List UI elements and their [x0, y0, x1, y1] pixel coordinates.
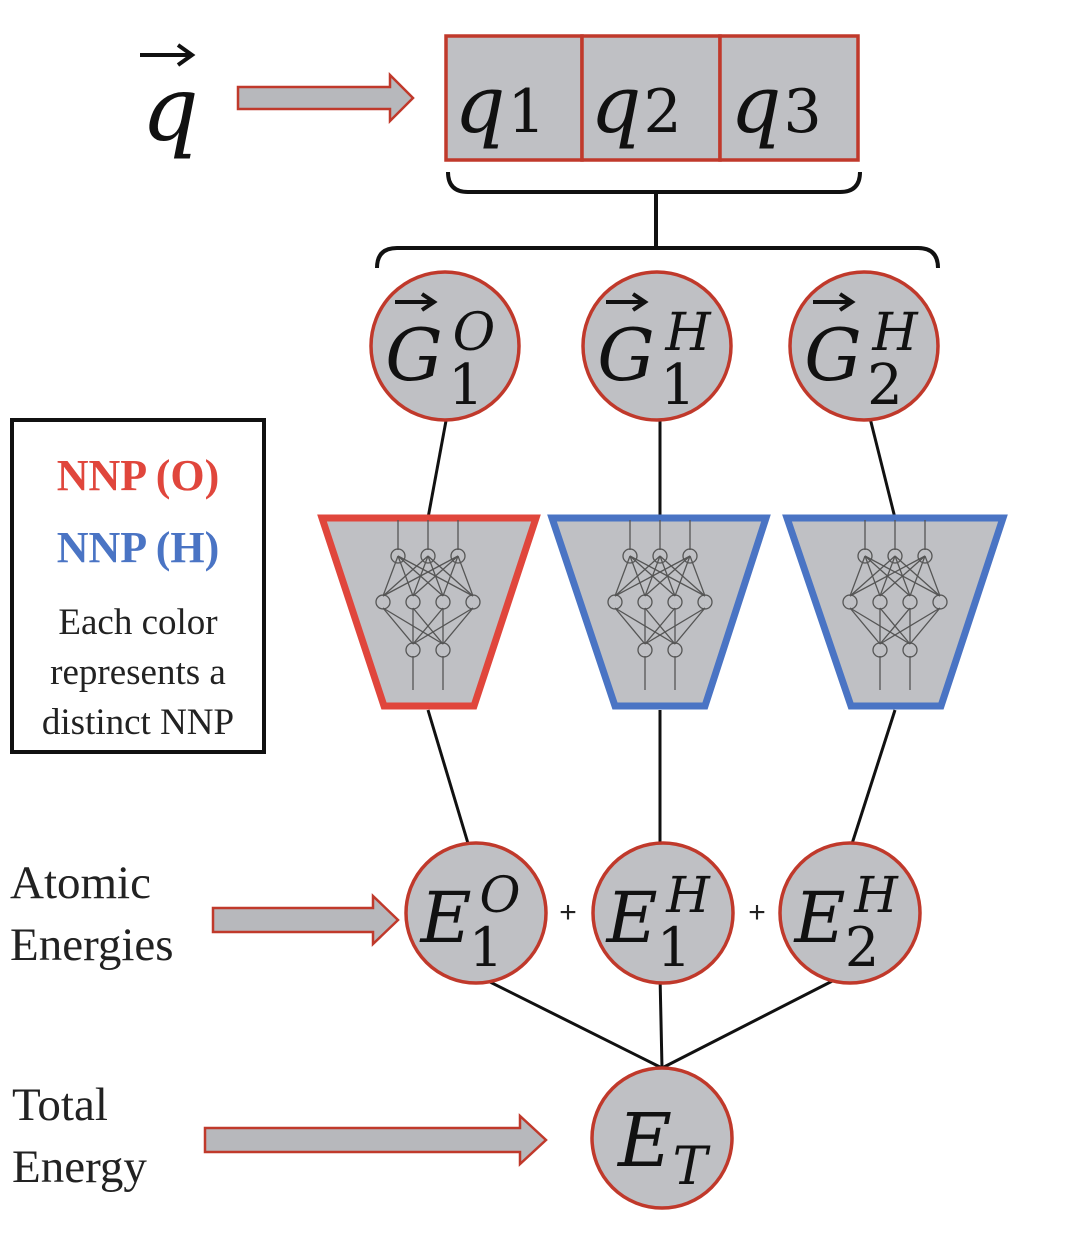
- q2-symbol: q: [590, 58, 641, 151]
- input-vector-label: q: [140, 43, 199, 162]
- g1o-symbol: G: [385, 313, 443, 397]
- q1-index: 1: [508, 77, 546, 147]
- network-nnp-o: [317, 514, 541, 710]
- q1-box: [444, 34, 584, 162]
- q2-box: [580, 34, 722, 162]
- e1o-symbol: E: [418, 877, 471, 959]
- network-nnp-h-1: [547, 514, 771, 710]
- total-energy-node: E T: [590, 1066, 734, 1210]
- input-arrow: [236, 71, 415, 125]
- plus-sign-1: +: [559, 896, 577, 929]
- legend: NNP (O) NNP (H) Each color represents a …: [10, 418, 266, 754]
- g2h-symbol: G: [804, 313, 862, 397]
- energy-node-e2h: E H 2: [778, 841, 922, 985]
- q2-index: 2: [644, 77, 682, 147]
- descriptor-node-g1o: G O 1: [369, 270, 521, 422]
- atomic-energies-label: Atomic Energies: [10, 857, 174, 971]
- e2h-index: 2: [845, 916, 879, 979]
- input-components: q1 q2 q3: [444, 34, 860, 162]
- g1o-index: 1: [448, 353, 484, 418]
- atomic-energies-arrow: [211, 893, 400, 947]
- plus-sign-2: +: [748, 896, 766, 929]
- connection-lines: [426, 409, 897, 1070]
- legend-nnp-o: NNP (O): [56, 451, 220, 500]
- g2h-index: 2: [867, 353, 903, 418]
- e1o-element: O: [480, 866, 521, 924]
- e1h-symbol: E: [604, 877, 657, 959]
- svg-text:q2: q2: [590, 58, 681, 151]
- q3-index: 3: [784, 77, 822, 147]
- legend-nnp-h: NNP (H): [56, 523, 220, 572]
- g1h-index: 1: [660, 353, 696, 418]
- g1h-element: H: [664, 303, 712, 363]
- network-nnp-h-2: [782, 514, 1008, 710]
- q1-symbol: q: [454, 58, 505, 151]
- total-symbol: E: [616, 1098, 672, 1184]
- descriptor-node-g1h: G H 1: [581, 270, 733, 422]
- total-index: T: [673, 1137, 711, 1197]
- g1o-element: O: [453, 303, 496, 363]
- q-symbol: q: [141, 57, 199, 162]
- energy-node-e1h: E H 1: [591, 841, 735, 985]
- branch-bracket: [375, 171, 940, 269]
- e1h-element: H: [665, 866, 711, 924]
- e2h-element: H: [853, 866, 899, 924]
- g1h-symbol: G: [597, 313, 655, 397]
- g2h-element: H: [871, 303, 919, 363]
- svg-text:q3: q3: [730, 58, 821, 151]
- legend-note: Each color represents a distinct NNP: [41, 602, 235, 743]
- total-energy-label: Total Energy: [12, 1079, 147, 1193]
- energy-node-e1o: E O 1: [404, 841, 548, 985]
- descriptor-node-g2h: G H 2: [788, 270, 940, 422]
- q3-box: [718, 34, 860, 162]
- e2h-symbol: E: [792, 877, 845, 959]
- svg-text:q1: q1: [454, 58, 545, 151]
- total-energy-arrow: [203, 1113, 548, 1167]
- e1o-index: 1: [469, 916, 503, 979]
- e1h-index: 1: [657, 916, 691, 979]
- q3-symbol: q: [730, 58, 781, 151]
